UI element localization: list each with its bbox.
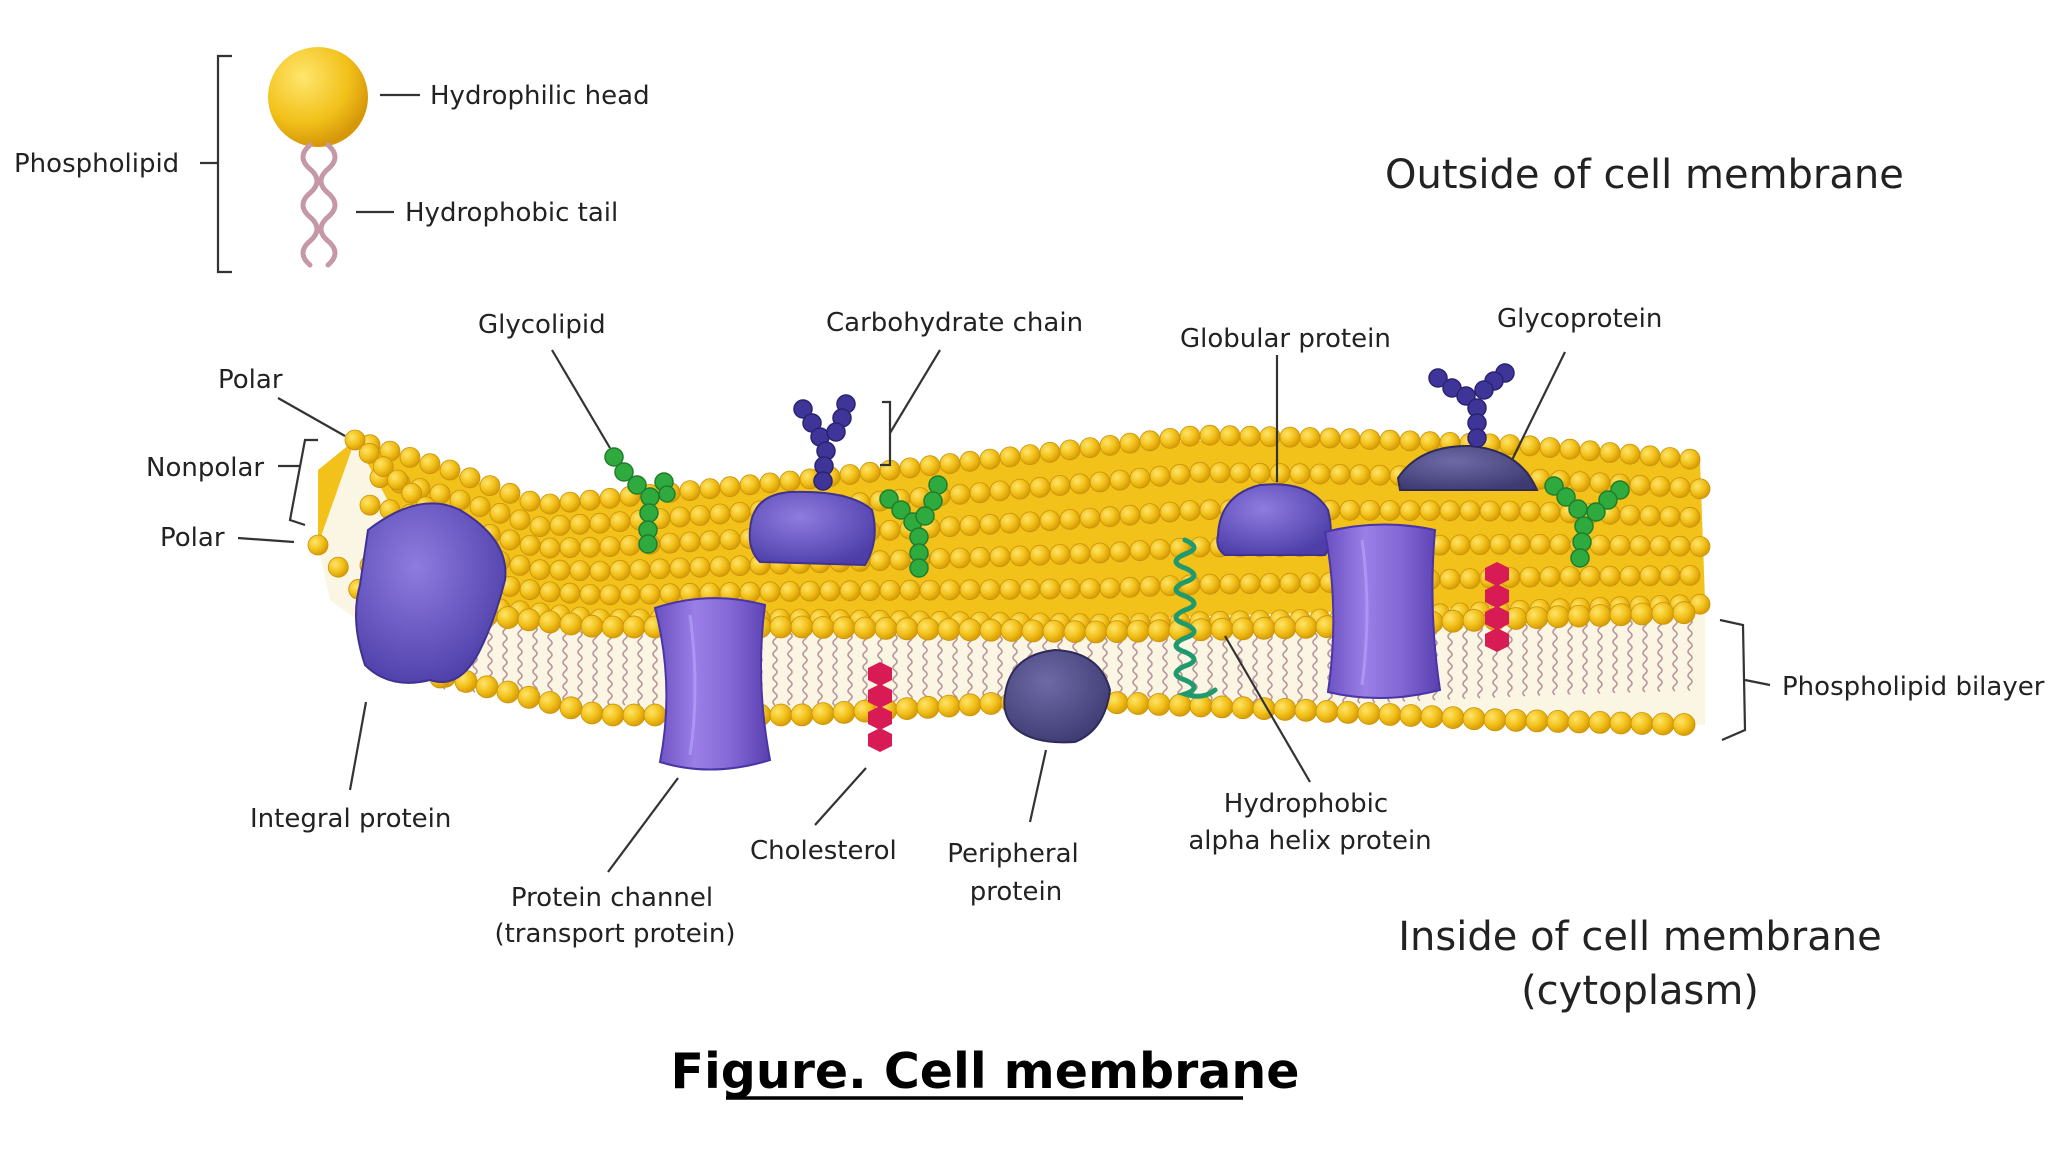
cholesterol-2 [1485,562,1509,652]
phospholipid-bracket [216,54,232,274]
glycolipid [604,447,676,554]
phospholipid-bilayer-label: Phospholipid bilayer [1782,672,2045,702]
cholesterol [868,662,892,752]
integral-protein-label: Integral protein [250,804,451,834]
hydrophilic-head-label: Hydrophilic head [430,81,650,111]
peripheral-protein-label-line2: protein [970,877,1062,907]
nonpolar-label: Nonpolar [146,453,264,483]
hydrophobic-tail-label: Hydrophobic tail [405,198,618,228]
integral-protein [355,502,507,684]
inside-label-line2: (cytoplasm) [1521,968,1759,1014]
alpha-helix-label-line2: alpha helix protein [1188,826,1431,856]
protein-channel-2 [1323,523,1442,700]
glycolipid-label: Glycolipid [478,310,606,340]
peripheral-protein-label-line1: Peripheral [947,839,1079,869]
glycoprotein-label: Glycoprotein [1497,304,1662,334]
protein-channel-label-line2: (transport protein) [494,919,735,949]
phospholipid-legend: Phospholipid Hydrophilic head Hydrophobi… [14,47,650,274]
label-leaders [237,349,1771,873]
glycoprotein [1396,363,1539,491]
alpha-helix-protein [1173,537,1218,699]
phospholipid-label: Phospholipid [14,149,179,179]
hydrophobic-tail-icon [300,142,338,268]
protein-channel-label-line1: Protein channel [511,883,713,913]
peripheral-protein [1003,648,1112,744]
hydrophilic-head-icon [268,47,368,147]
outside-label: Outside of cell membrane [1385,152,1904,198]
carbohydrate-chain-label: Carbohydrate chain [826,308,1083,338]
polar-bottom-label: Polar [160,523,225,553]
cholesterol-label: Cholesterol [750,836,897,866]
carbohydrate-chain-protein [748,394,876,567]
glycolipid-2 [879,475,948,578]
polar-top-label: Polar [218,365,283,395]
figure-caption: Figure. Cell membrane [671,1043,1300,1100]
globular-protein [1216,483,1332,556]
alpha-helix-label-line1: Hydrophobic [1224,789,1388,819]
glycolipid-3 [1544,476,1630,568]
globular-protein-label: Globular protein [1180,324,1391,354]
protein-channel [653,597,772,771]
inside-label-line1: Inside of cell membrane [1398,914,1881,960]
